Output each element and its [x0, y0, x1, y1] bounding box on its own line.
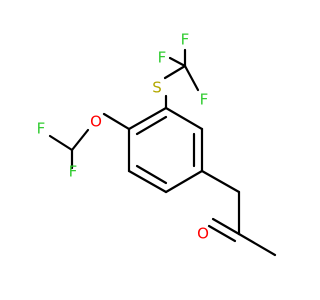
bond-cf3-f-left — [168, 56, 187, 68]
bond-c4-ch2 — [200, 169, 241, 194]
atom-f-cf3-top: F — [181, 31, 190, 49]
bond-chf2-f-top — [48, 134, 74, 152]
bond-cf3-f-right — [183, 64, 200, 92]
ring-double-c6-c1 — [135, 115, 168, 136]
bond-layer — [48, 48, 277, 257]
atom-f-cf3-left: F — [158, 49, 167, 67]
atom-o-ether: O — [90, 113, 102, 131]
bond-carbonyl-methyl — [237, 232, 277, 257]
ring-double-c2-c3 — [135, 164, 168, 185]
bond-o-chf2 — [70, 128, 90, 152]
molecule-structure: F F F S O F F O — [37, 31, 277, 257]
atom-label-layer: F F F S O F F O — [37, 31, 209, 243]
atom-f-chf2-top: F — [37, 120, 46, 138]
ring-bond-c2-c3 — [127, 169, 168, 194]
atom-f-chf2-bottom: F — [69, 163, 78, 181]
atom-f-cf3-right: F — [200, 91, 209, 109]
atom-s-thioether: S — [152, 79, 162, 97]
bond-s-cf3 — [163, 64, 187, 80]
molecule-canvas: F F F S O F F O — [36, 30, 277, 257]
atom-o-ketone: O — [197, 225, 209, 243]
bond-c1-o-ether — [102, 112, 131, 131]
ring-bond-c3-c4 — [164, 169, 204, 194]
ring-bond-c6-c1 — [127, 106, 168, 131]
bond-carbonyl-double-1 — [211, 217, 241, 236]
bond-carbonyl-double-2 — [207, 224, 237, 243]
ring-bond-c5-c6 — [164, 106, 204, 131]
